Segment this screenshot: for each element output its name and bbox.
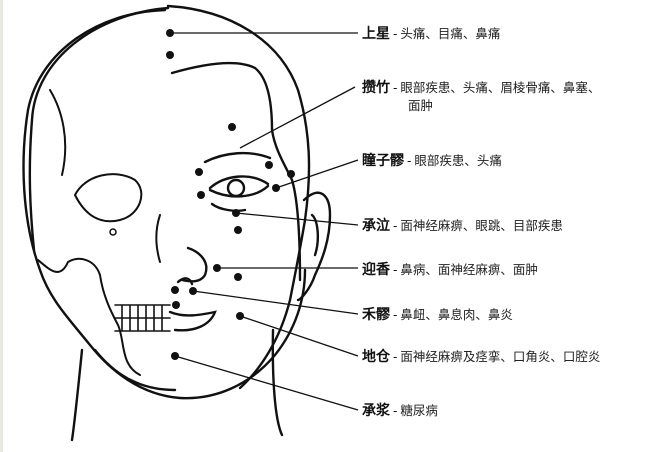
acupoint-indications: 糖尿病 [400,403,438,418]
head-outline [22,8,307,400]
nose [180,246,208,283]
head-right-contour [166,4,311,390]
acupoint-dots [166,29,295,360]
acupoint-label-yingxiang: 迎香-鼻病、面神经麻痹、面肿 [362,261,538,279]
acupoint-name: 攒竹 [362,80,390,96]
acupoint-name: 上星 [362,26,390,42]
skull-foramen [109,228,117,236]
acupoint-label-heliao: 禾髎-鼻衄、鼻息肉、鼻炎 [362,306,513,324]
neck-right [271,328,284,437]
acupoint-indications: 眼部疾患、头痛 [414,153,502,168]
separator: - [407,154,412,169]
separator: - [393,27,398,42]
separator: - [393,308,398,323]
separator: - [393,350,398,365]
acupoint-name: 禾髎 [362,307,390,323]
acupoint-label-tongziliao: 瞳子髎-眼部疾患、头痛 [362,152,502,170]
acupoint-label-dicang: 地仓-面神经麻痹及痉挛、口角炎、口腔炎 [362,348,600,366]
skull-cut-line [170,61,302,282]
separator: - [393,263,398,278]
skull-zygoma [49,89,67,176]
teeth [114,304,171,332]
iris [226,178,246,198]
chin-inner [93,348,177,392]
acupoint-label-cuanzhu: 攒竹-眼部疾患、头痛、眉棱骨痛、鼻塞、 面肿 [362,79,600,114]
acupoint-label-chengjiang: 承浆-糖尿病 [362,402,438,420]
mouth [168,310,217,332]
acupoint-indications: 面神经麻痹及痉挛、口角炎、口腔炎 [400,349,601,364]
nostril [176,277,194,286]
under-eye [210,202,247,212]
acupoint-name: 迎香 [362,262,390,278]
acupoint-indications: 鼻衄、鼻息肉、鼻炎 [400,307,513,322]
separator: - [393,81,398,96]
ear-inner [310,213,320,257]
neck-left [70,348,84,442]
acupoint-name: 承浆 [362,403,390,419]
skull-outline-inner [28,6,170,252]
acupoint-name: 承泣 [362,218,390,234]
image-edge-strip [0,0,3,452]
acupoint-label-chengqi: 承泣-面神经麻痹、眼跳、目部疾患 [362,217,563,235]
acupoint-indications-line2: 面肿 [408,98,434,113]
skull-jaw [37,257,141,376]
eye-upper [208,175,270,190]
leader-lines [170,32,359,411]
acupoint-name: 瞳子髎 [362,153,404,169]
acupoint-name: 地仓 [362,349,390,365]
separator: - [393,219,398,234]
skull-orbit [73,173,143,223]
acupoint-indications: 眼部疾患、头痛、眉棱骨痛、鼻塞、 [400,80,601,95]
acupoint-label-shangxing: 上星-头痛、目痛、鼻痛 [362,25,500,43]
eye-lower [208,184,270,198]
separator: - [393,404,398,419]
acupoint-indications: 鼻病、面神经麻痹、面肿 [400,262,538,277]
acupoint-indications: 头痛、目痛、鼻痛 [400,26,501,41]
brow [203,151,272,164]
skull-nasal [155,214,161,263]
acupoint-indications: 面神经麻痹、眼跳、目部疾患 [400,218,563,233]
ear [296,191,332,302]
